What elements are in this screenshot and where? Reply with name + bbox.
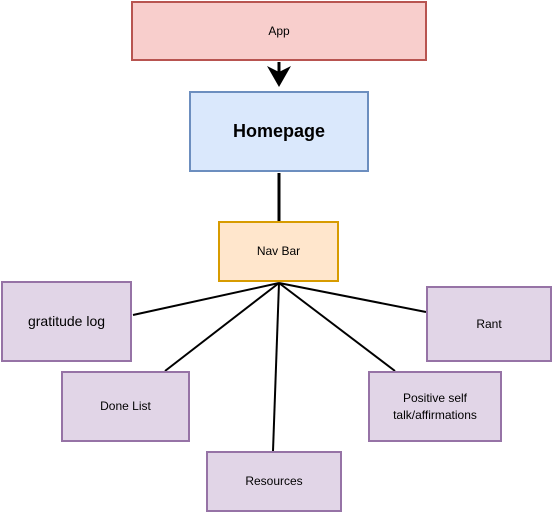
edge-navbar-to-rant <box>278 282 427 313</box>
rant-node-label: Rant <box>476 316 502 331</box>
resources-node-label: Resources <box>245 474 303 489</box>
gratitude-log-node[interactable]: gratitude log <box>1 281 132 362</box>
homepage-node[interactable]: Homepage <box>189 91 369 172</box>
rant-node[interactable]: Rant <box>426 286 552 362</box>
edge-navbar-to-resources <box>272 282 280 452</box>
homepage-node-label: Homepage <box>232 121 326 142</box>
edge-navbar-to-positive-self-talk <box>278 282 396 372</box>
nav-bar-node-label: Nav Bar <box>256 244 301 259</box>
resources-node[interactable]: Resources <box>206 451 342 512</box>
done-list-node[interactable]: Done List <box>61 371 190 442</box>
app-node-label: App <box>268 23 290 38</box>
gratitude-log-node-label: gratitude log <box>27 313 106 330</box>
positive-self-talk-node-label: Positive self talk/affirmations <box>393 391 477 422</box>
positive-self-talk-node[interactable]: Positive self talk/affirmations <box>368 371 502 442</box>
edge-navbar-to-done-list <box>164 282 280 372</box>
app-node[interactable]: App <box>131 1 427 61</box>
edge-navbar-to-gratitude-log <box>132 282 280 316</box>
nav-bar-node[interactable]: Nav Bar <box>218 221 339 282</box>
done-list-node-label: Done List <box>100 399 151 414</box>
